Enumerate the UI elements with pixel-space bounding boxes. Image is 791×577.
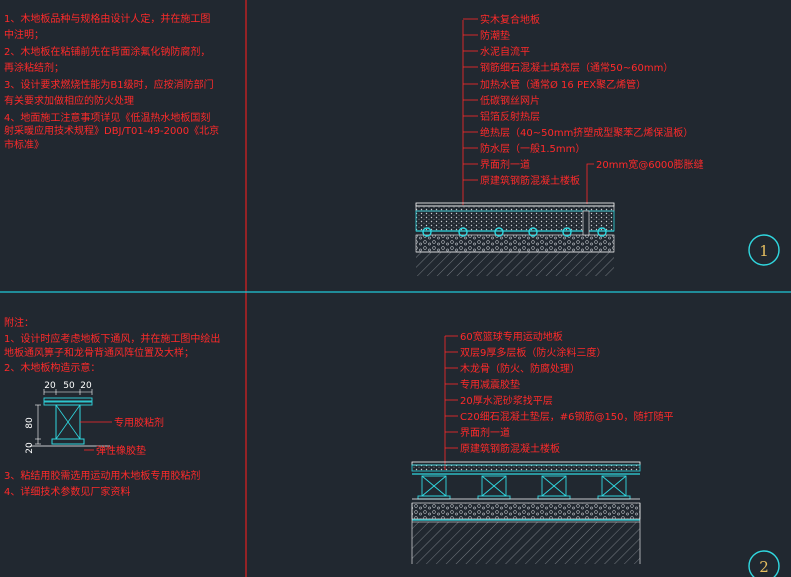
layer-label: 低碳钢丝网片 <box>480 94 540 107</box>
layer-label: 实木复合地板 <box>480 13 540 26</box>
layer-label: 绝热层（40~50mm挤塑成型聚苯乙烯保温板） <box>480 126 693 139</box>
bottom-notes: 附注： 1、设计时应考虑地板下通风，并在施工图中绘出 地板通风箅子和龙骨背通风阵… <box>4 316 220 498</box>
top-notes: 1、木地板品种与规格由设计人定，并在施工图 中注明； 2、木地板在粘铺前先在背面… <box>4 12 219 151</box>
section-drawing-1 <box>415 202 615 276</box>
dim-label: 20 <box>44 381 56 391</box>
top-note-line: 中注明； <box>4 28 44 41</box>
bottom-note-line: 4、详细技术参数见厂家资料 <box>4 485 130 498</box>
bottom-note-line: 3、粘结用胶需选用运动用木地板专用胶粘剂 <box>4 469 200 482</box>
top-note-line: 4、地面施工注意事项详见《低温热水地板国刻 <box>4 111 210 124</box>
layer-labels-1: 实木复合地板 防潮垫 水泥自流平 钢筋细石混凝土填充层（通常50~60mm） 加… <box>463 13 693 187</box>
layer-label: 原建筑钢筋混凝土楼板 <box>480 174 580 187</box>
joists <box>417 475 631 500</box>
top-note-line: 2、木地板在粘铺前先在背面涂氟化钠防腐剂， <box>4 45 210 58</box>
dim-label: 20 <box>80 381 92 391</box>
top-note-line: 市标准》 <box>4 138 44 151</box>
detail-2: 60宽篮球专用运动地板 双层9厚多层板（防火涂料三度） 木龙骨（防火、防腐处理）… <box>411 330 780 577</box>
top-note-line: 有关要求加做相应的防火处理 <box>4 94 134 107</box>
layer-label: 专用减震胶垫 <box>460 378 520 391</box>
layer-label: 界面剂一道 <box>460 426 510 439</box>
detail-number: 1 <box>759 242 769 260</box>
layer-label: 防潮垫 <box>480 29 510 42</box>
top-note-line: 1、木地板品种与规格由设计人定，并在施工图 <box>4 12 210 25</box>
bottom-note-line: 地板通风箅子和龙骨背通风阵位置及大样； <box>4 346 194 359</box>
detail-number: 2 <box>759 558 769 576</box>
heating-pipes <box>422 227 607 237</box>
bottom-note-line: 2、木地板构造示意： <box>4 361 100 374</box>
layer-label: 木龙骨（防火、防腐处理） <box>460 362 580 375</box>
dim-label: 20 <box>25 442 35 454</box>
bottom-note-line: 附注： <box>4 316 34 329</box>
layer-label: 60宽篮球专用运动地板 <box>460 330 563 343</box>
layer-label: 水泥自流平 <box>480 45 530 58</box>
joint-note: 20mm宽@6000膨胀缝 <box>596 158 704 171</box>
layer-label: 原建筑钢筋混凝土楼板 <box>460 442 560 455</box>
top-note-line: 3、设计要求燃烧性能为B1级时，应按消防部门 <box>4 78 214 91</box>
dim-label: 50 <box>63 381 75 391</box>
bottom-note-line: 1、设计时应考虑地板下通风，并在施工图中绘出 <box>4 332 220 345</box>
joint-leader <box>586 163 594 204</box>
layer-label: 钢筋细石混凝土填充层（通常50~60mm） <box>480 61 673 74</box>
top-note-line: 再涂粘结剂； <box>4 61 64 74</box>
layer-label: C20细石混凝土垫层，#6钢筋@150，随打随平 <box>460 410 674 423</box>
detail-number-circle <box>748 550 780 577</box>
label-glue: 专用胶粘剂 <box>114 416 164 429</box>
joist-mini-detail: 20 50 20 80 20 专用胶粘剂 弹性橡胶垫 <box>25 381 164 457</box>
layer-label: 界面剂一道 <box>480 158 530 171</box>
layer-label: 双层9厚多层板（防火涂料三度） <box>460 346 606 359</box>
layer-label: 防水层（一般1.5mm） <box>480 142 585 155</box>
detail-number-circle <box>748 234 780 266</box>
layer-labels-2: 60宽篮球专用运动地板 双层9厚多层板（防火涂料三度） 木龙骨（防火、防腐处理）… <box>445 330 674 455</box>
dim-label: 80 <box>25 417 35 429</box>
top-note-line: 射采暖应用技术规程》DBJ/T01-49-2000《北京 <box>4 124 219 137</box>
layer-label: 加热水管（通常Ø 16 PEX聚乙烯管） <box>480 78 646 91</box>
layer-label: 铝箔反射热层 <box>480 110 540 123</box>
section-drawing-2 <box>411 461 641 564</box>
layer-label: 20厚水泥砂浆找平层 <box>460 394 553 407</box>
detail-1: 实木复合地板 防潮垫 水泥自流平 钢筋细石混凝土填充层（通常50~60mm） 加… <box>415 13 780 276</box>
label-pad: 弹性橡胶垫 <box>96 444 146 457</box>
